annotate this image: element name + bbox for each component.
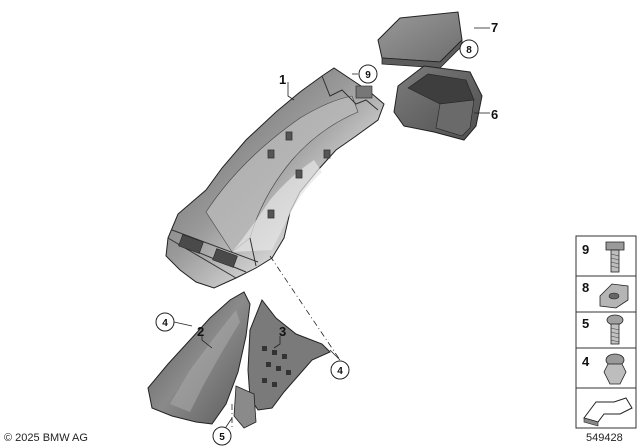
clip-nut-icon xyxy=(599,283,629,309)
callouts: 1 2 3 6 7 9 8 4 4 5 xyxy=(155,20,498,446)
screw-icon xyxy=(606,314,624,345)
legend-number-5: 5 xyxy=(582,316,589,331)
diagram-id: 549428 xyxy=(586,432,623,444)
callout-4-left: 4 xyxy=(162,318,168,329)
copyright-text: © 2025 BMW AG xyxy=(4,432,88,444)
bolt-icon xyxy=(605,241,625,273)
legend-number-4: 4 xyxy=(582,354,590,369)
callout-4-right: 4 xyxy=(337,366,343,377)
expansion-rivet-icon xyxy=(603,353,627,385)
callout-8: 8 xyxy=(466,45,472,56)
callout-9: 9 xyxy=(365,70,371,81)
fastener-legend: 9 8 5 4 xyxy=(575,235,637,429)
part-3-inner-panel xyxy=(233,299,331,429)
callout-7: 7 xyxy=(491,20,498,35)
callout-3: 3 xyxy=(279,324,286,339)
callout-5: 5 xyxy=(219,432,225,443)
callout-1: 1 xyxy=(279,72,286,87)
legend-number-8: 8 xyxy=(582,280,589,295)
part-7-lid xyxy=(377,11,463,69)
legend-number-9: 9 xyxy=(582,242,589,257)
part-2-side-panel xyxy=(147,291,251,425)
callout-6: 6 xyxy=(491,107,498,122)
part-1-rear-fender xyxy=(165,67,385,289)
part-6-storage-box xyxy=(393,65,483,141)
callout-2: 2 xyxy=(197,324,204,339)
direction-arrow-icon xyxy=(583,397,633,427)
